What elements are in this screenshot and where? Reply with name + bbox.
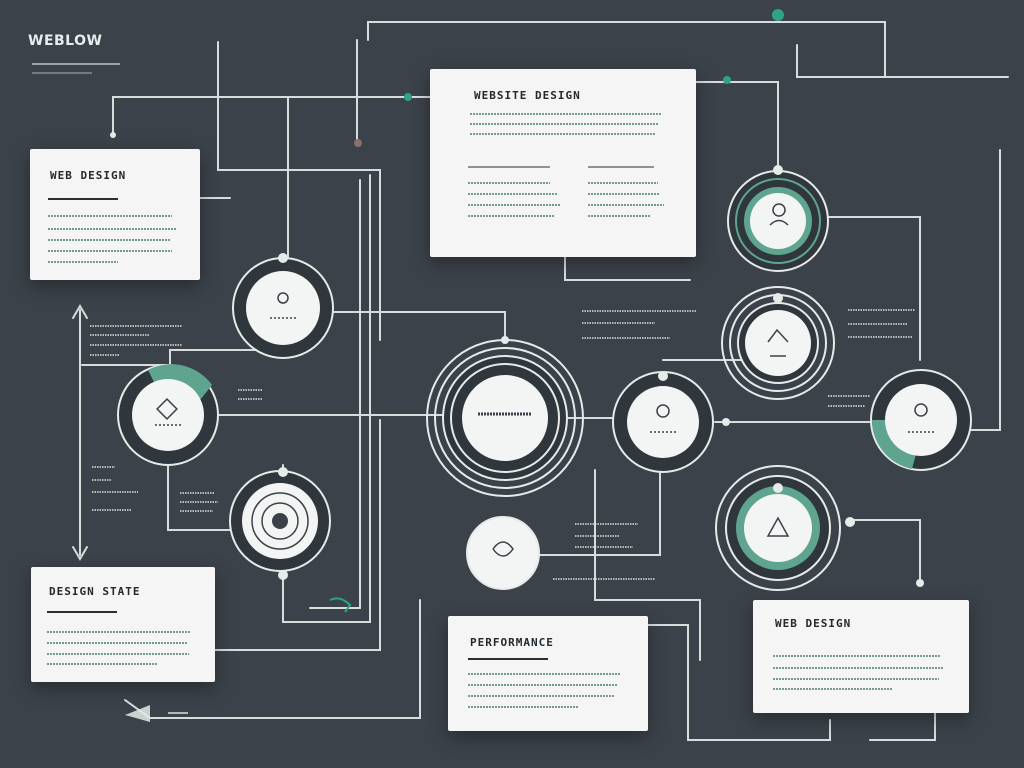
node-center-hub bbox=[426, 339, 584, 497]
loop-icon bbox=[492, 541, 514, 557]
card-title: WEBSITE DESIGN bbox=[474, 89, 581, 102]
card-title: PERFORMANCE bbox=[470, 636, 554, 649]
node-person bbox=[727, 165, 829, 272]
card-text-line bbox=[468, 215, 554, 217]
card-text-line bbox=[773, 688, 893, 690]
card-text-line bbox=[47, 631, 191, 633]
card-web-design: WEB DESIGN bbox=[30, 149, 200, 280]
connector-line bbox=[124, 599, 421, 719]
target-icon bbox=[251, 492, 309, 550]
connector-line bbox=[847, 519, 921, 581]
card-text-line bbox=[773, 655, 941, 657]
connector-line bbox=[538, 459, 661, 556]
logo-underline-short bbox=[32, 72, 92, 74]
connector-line bbox=[319, 311, 506, 339]
accent-dot bbox=[501, 336, 509, 344]
accent-dot bbox=[916, 579, 924, 587]
card-text-line bbox=[588, 193, 660, 195]
card-text-line bbox=[48, 239, 170, 241]
connector-line bbox=[564, 254, 691, 281]
card-text-line bbox=[470, 113, 662, 115]
card-text-line bbox=[468, 673, 620, 675]
card-text-line bbox=[468, 182, 550, 184]
connector-line bbox=[367, 21, 886, 78]
card-text-line bbox=[47, 663, 157, 665]
card-design-state: DESIGN STATE bbox=[31, 567, 215, 682]
connector-line bbox=[819, 216, 921, 361]
card-text-line bbox=[588, 182, 658, 184]
card-text-line bbox=[47, 653, 189, 655]
accent-dot bbox=[723, 76, 731, 84]
card-text-line bbox=[468, 193, 558, 195]
lightbulb-icon bbox=[767, 328, 789, 343]
accent-dot bbox=[404, 93, 412, 101]
card-text-line bbox=[470, 133, 656, 135]
card-title-rule bbox=[47, 611, 117, 613]
card-website-design: WEBSITE DESIGN bbox=[430, 69, 696, 257]
card-title-rule bbox=[468, 658, 548, 660]
connector-line bbox=[647, 624, 831, 741]
card-rule bbox=[468, 166, 550, 168]
connector-line bbox=[282, 174, 371, 623]
connector-line bbox=[694, 81, 779, 171]
card-text-line bbox=[47, 642, 187, 644]
triangle-icon bbox=[766, 516, 790, 537]
brand-logo: WEBLOW bbox=[28, 33, 103, 49]
node-right-center bbox=[612, 371, 714, 473]
connector-line bbox=[869, 711, 936, 741]
connector-line bbox=[309, 179, 361, 609]
node-link bbox=[232, 253, 334, 359]
card-title: WEB DESIGN bbox=[50, 169, 127, 182]
card-performance: PERFORMANCE bbox=[448, 616, 648, 731]
accent-dot bbox=[722, 418, 730, 426]
card-text-line bbox=[470, 123, 658, 125]
card-text-line bbox=[588, 204, 664, 206]
logo-underline bbox=[32, 63, 120, 65]
connector-line bbox=[81, 349, 261, 366]
link-icon bbox=[277, 292, 289, 304]
person-icon bbox=[914, 403, 928, 417]
connector-line bbox=[214, 419, 381, 651]
card-text-line bbox=[588, 215, 650, 217]
card-text-line bbox=[48, 215, 172, 217]
accent-dot bbox=[354, 139, 362, 147]
person-icon bbox=[772, 203, 786, 217]
connector-line bbox=[969, 149, 1001, 431]
connector-line bbox=[796, 44, 1009, 78]
card-text-line bbox=[48, 228, 176, 230]
card-text-line bbox=[48, 250, 172, 252]
connector-line bbox=[167, 459, 233, 531]
accent-swoosh bbox=[329, 597, 352, 613]
card-text-line bbox=[468, 706, 578, 708]
card-text-line bbox=[468, 204, 560, 206]
gear-icon bbox=[656, 404, 670, 418]
card-title-rule bbox=[48, 198, 118, 200]
node-far-right bbox=[870, 369, 972, 471]
card-web-design-2: WEB DESIGN bbox=[753, 600, 969, 713]
node-diamond bbox=[117, 364, 219, 466]
card-text-line bbox=[48, 261, 118, 263]
connector-line bbox=[217, 96, 381, 341]
card-text-line bbox=[468, 684, 618, 686]
accent-dot bbox=[110, 132, 116, 138]
card-text-line bbox=[773, 678, 939, 680]
node-target bbox=[229, 467, 331, 580]
arrow-left-icon bbox=[125, 705, 150, 722]
card-text-line bbox=[468, 695, 614, 697]
arrow-head bbox=[72, 546, 88, 561]
diamond-icon bbox=[156, 398, 178, 420]
card-text-line bbox=[773, 667, 943, 669]
arrow-head bbox=[72, 304, 88, 319]
card-title: DESIGN STATE bbox=[49, 585, 141, 598]
node-loop bbox=[466, 516, 540, 590]
accent-dot bbox=[772, 9, 784, 21]
node-triangle bbox=[715, 465, 855, 591]
node-lightbulb bbox=[721, 286, 835, 400]
card-title: WEB DESIGN bbox=[775, 617, 852, 630]
card-rule bbox=[588, 166, 654, 168]
connector-line bbox=[112, 96, 431, 136]
